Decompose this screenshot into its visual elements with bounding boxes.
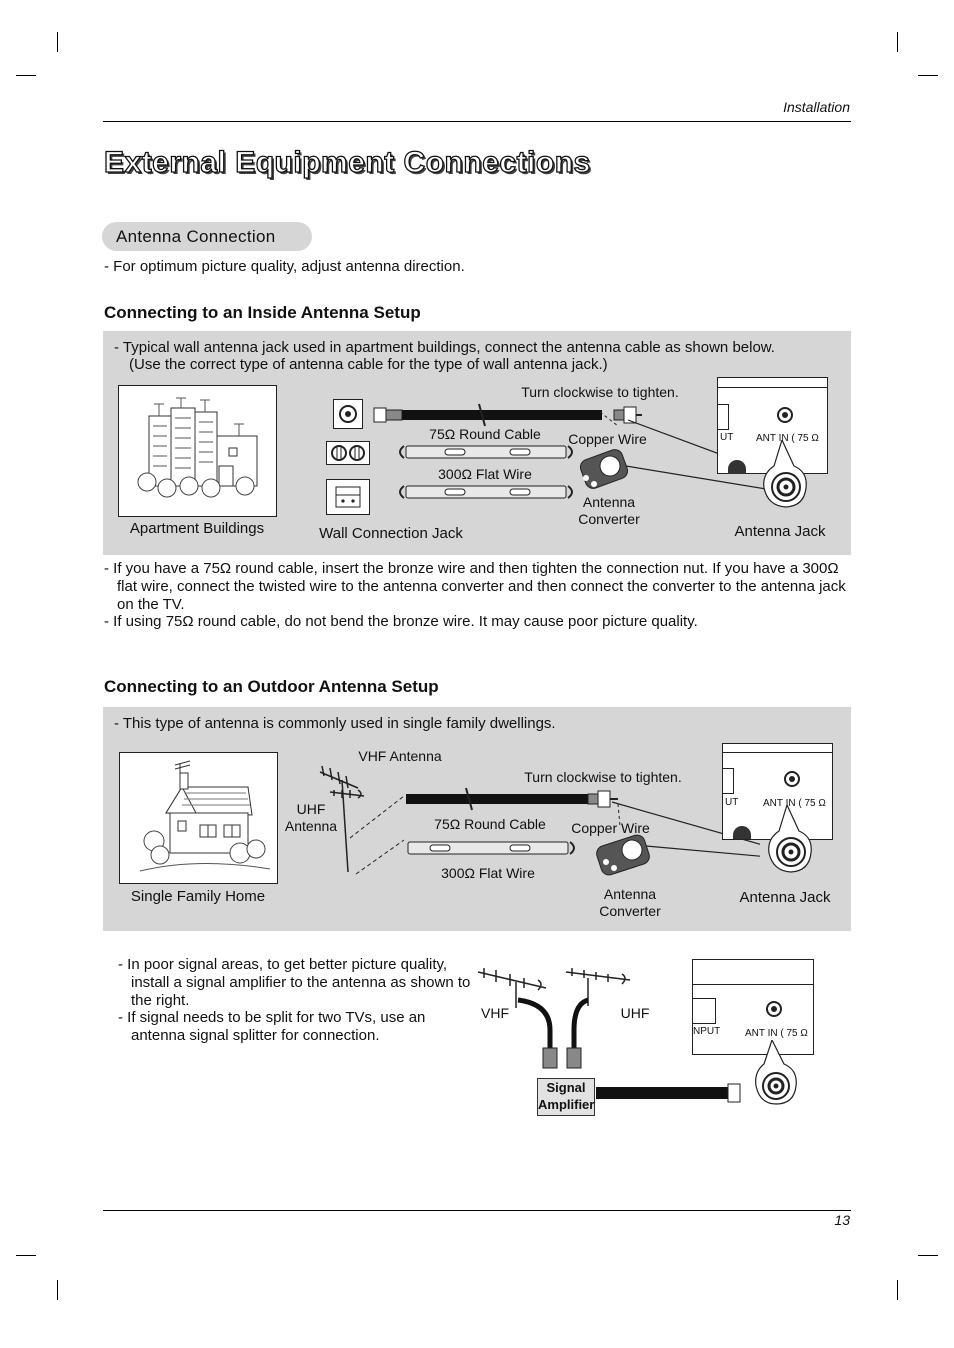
crop-mark: [57, 32, 58, 52]
outdoor-antenna-heading: Connecting to an Outdoor Antenna Setup: [104, 677, 439, 696]
antenna-direction-note: - For optimum picture quality, adjust an…: [104, 258, 465, 275]
amp-port-in-label: NPUT: [693, 1026, 721, 1037]
home-illustration: [119, 752, 278, 884]
outdoor-ant-in-port-icon: [784, 771, 800, 787]
copper-wire-label: Copper Wire: [568, 431, 647, 447]
signal-amp-diagram: [477, 968, 741, 1103]
wall-jack-coax-icon: [333, 399, 363, 429]
section-header: Installation: [783, 99, 850, 115]
uhf-label: UHF: [620, 1005, 650, 1021]
inside-intro-line1: - Typical wall antenna jack used in apar…: [114, 339, 775, 356]
outdoor-output-port-icon: [723, 768, 734, 794]
antenna-jack-icon: [763, 440, 807, 508]
outdoor-antenna-converter-icon: [596, 834, 650, 876]
antenna-connection-badge: Antenna Connection: [102, 222, 312, 251]
outdoor-port-ant-label: ANT IN ( 75 Ω: [763, 798, 826, 809]
signal-amplifier-box: Signal Amplifier: [537, 1078, 595, 1116]
crop-mark: [897, 32, 898, 52]
output-port-icon: [718, 404, 729, 430]
amp-port-ant-label: ANT IN ( 75 Ω: [745, 1028, 808, 1039]
vhf-antenna-small-icon: [477, 968, 547, 1008]
vhf-antenna-icon: [319, 765, 359, 873]
inside-intro-line2: (Use the correct type of antenna cable f…: [129, 356, 608, 373]
outdoor-cable-diagram: [319, 765, 760, 876]
single-family-home-icon: [139, 760, 271, 872]
page-title: External Equipment Connections: [103, 145, 591, 179]
outdoor-intro: - This type of antenna is commonly used …: [114, 715, 556, 732]
inside-note-2: - If using 75Ω round cable, do not bend …: [104, 613, 698, 630]
crop-mark: [16, 75, 36, 76]
apartment-buildings-icon: [137, 397, 258, 498]
home-label: Single Family Home: [130, 888, 266, 905]
wall-jack-flat-icon: [326, 479, 370, 515]
wall-jack-label: Wall Connection Jack: [319, 525, 463, 542]
page-number: 13: [834, 1212, 850, 1228]
vhf-label: VHF: [481, 1005, 509, 1021]
outdoor-port-out-label: UT: [725, 797, 739, 808]
amp-input-port-icon: [693, 998, 716, 1024]
crop-mark: [918, 75, 938, 76]
uhf-antenna-label: UHF Antenna: [284, 801, 338, 834]
amp-tv-rear-panel: NPUT ANT IN ( 75 Ω: [692, 959, 814, 1055]
outdoor-tighten-label: Turn clockwise to tighten.: [524, 769, 682, 785]
outdoor-antenna-jack-label: Antenna Jack: [739, 889, 831, 906]
crop-mark: [897, 1280, 898, 1300]
round-cable-icon: [373, 403, 642, 427]
outdoor-round-cable-label: 75Ω Round Cable: [434, 816, 546, 832]
crop-mark: [57, 1280, 58, 1300]
inside-note-1: - If you have a 75Ω round cable, insert …: [104, 560, 846, 613]
header-rule: [103, 121, 851, 122]
ant-in-port-icon: [777, 407, 793, 423]
vhf-antenna-label: VHF Antenna: [358, 748, 442, 764]
uhf-antenna-icon: [329, 789, 365, 799]
apartment-illustration: [118, 385, 277, 517]
flat-wire-label: 300Ω Flat Wire: [438, 466, 532, 482]
port-ant-label: ANT IN ( 75 Ω: [756, 433, 819, 444]
outdoor-converter-label: Antenna Converter: [599, 886, 661, 919]
amp-antenna-jack-icon: [755, 1040, 797, 1105]
footer-rule: [103, 1210, 851, 1211]
port-out-label: UT: [720, 432, 734, 443]
crop-mark: [16, 1255, 36, 1256]
wall-jack-twin-icon: [326, 441, 370, 465]
inside-antenna-heading: Connecting to an Inside Antenna Setup: [104, 303, 421, 322]
outdoor-copper-wire-label: Copper Wire: [571, 820, 650, 836]
crop-mark: [918, 1255, 938, 1256]
flat-wire-icon: [399, 445, 573, 499]
inside-cable-diagram: [373, 403, 785, 499]
tighten-label: Turn clockwise to tighten.: [521, 384, 679, 400]
apartment-label: Apartment Buildings: [129, 520, 265, 537]
outdoor-antenna-jack-icon: [768, 805, 812, 873]
uhf-antenna-small-icon: [565, 968, 631, 1006]
tv-rear-panel: UT ANT IN ( 75 Ω: [717, 377, 828, 474]
antenna-jack-label: Antenna Jack: [734, 523, 826, 540]
amp-ant-in-port-icon: [766, 1001, 782, 1017]
antenna-converter-label: Antenna Converter: [578, 494, 640, 527]
round-cable-label: 75Ω Round Cable: [429, 426, 541, 442]
antenna-converter-icon: [579, 449, 629, 489]
signal-note-1: - In poor signal areas, to get better pi…: [118, 956, 471, 1009]
signal-note-2: - If signal needs to be split for two TV…: [118, 1009, 426, 1044]
outdoor-flat-wire-label: 300Ω Flat Wire: [441, 865, 535, 881]
outdoor-tv-rear-panel: UT ANT IN ( 75 Ω: [722, 743, 833, 840]
